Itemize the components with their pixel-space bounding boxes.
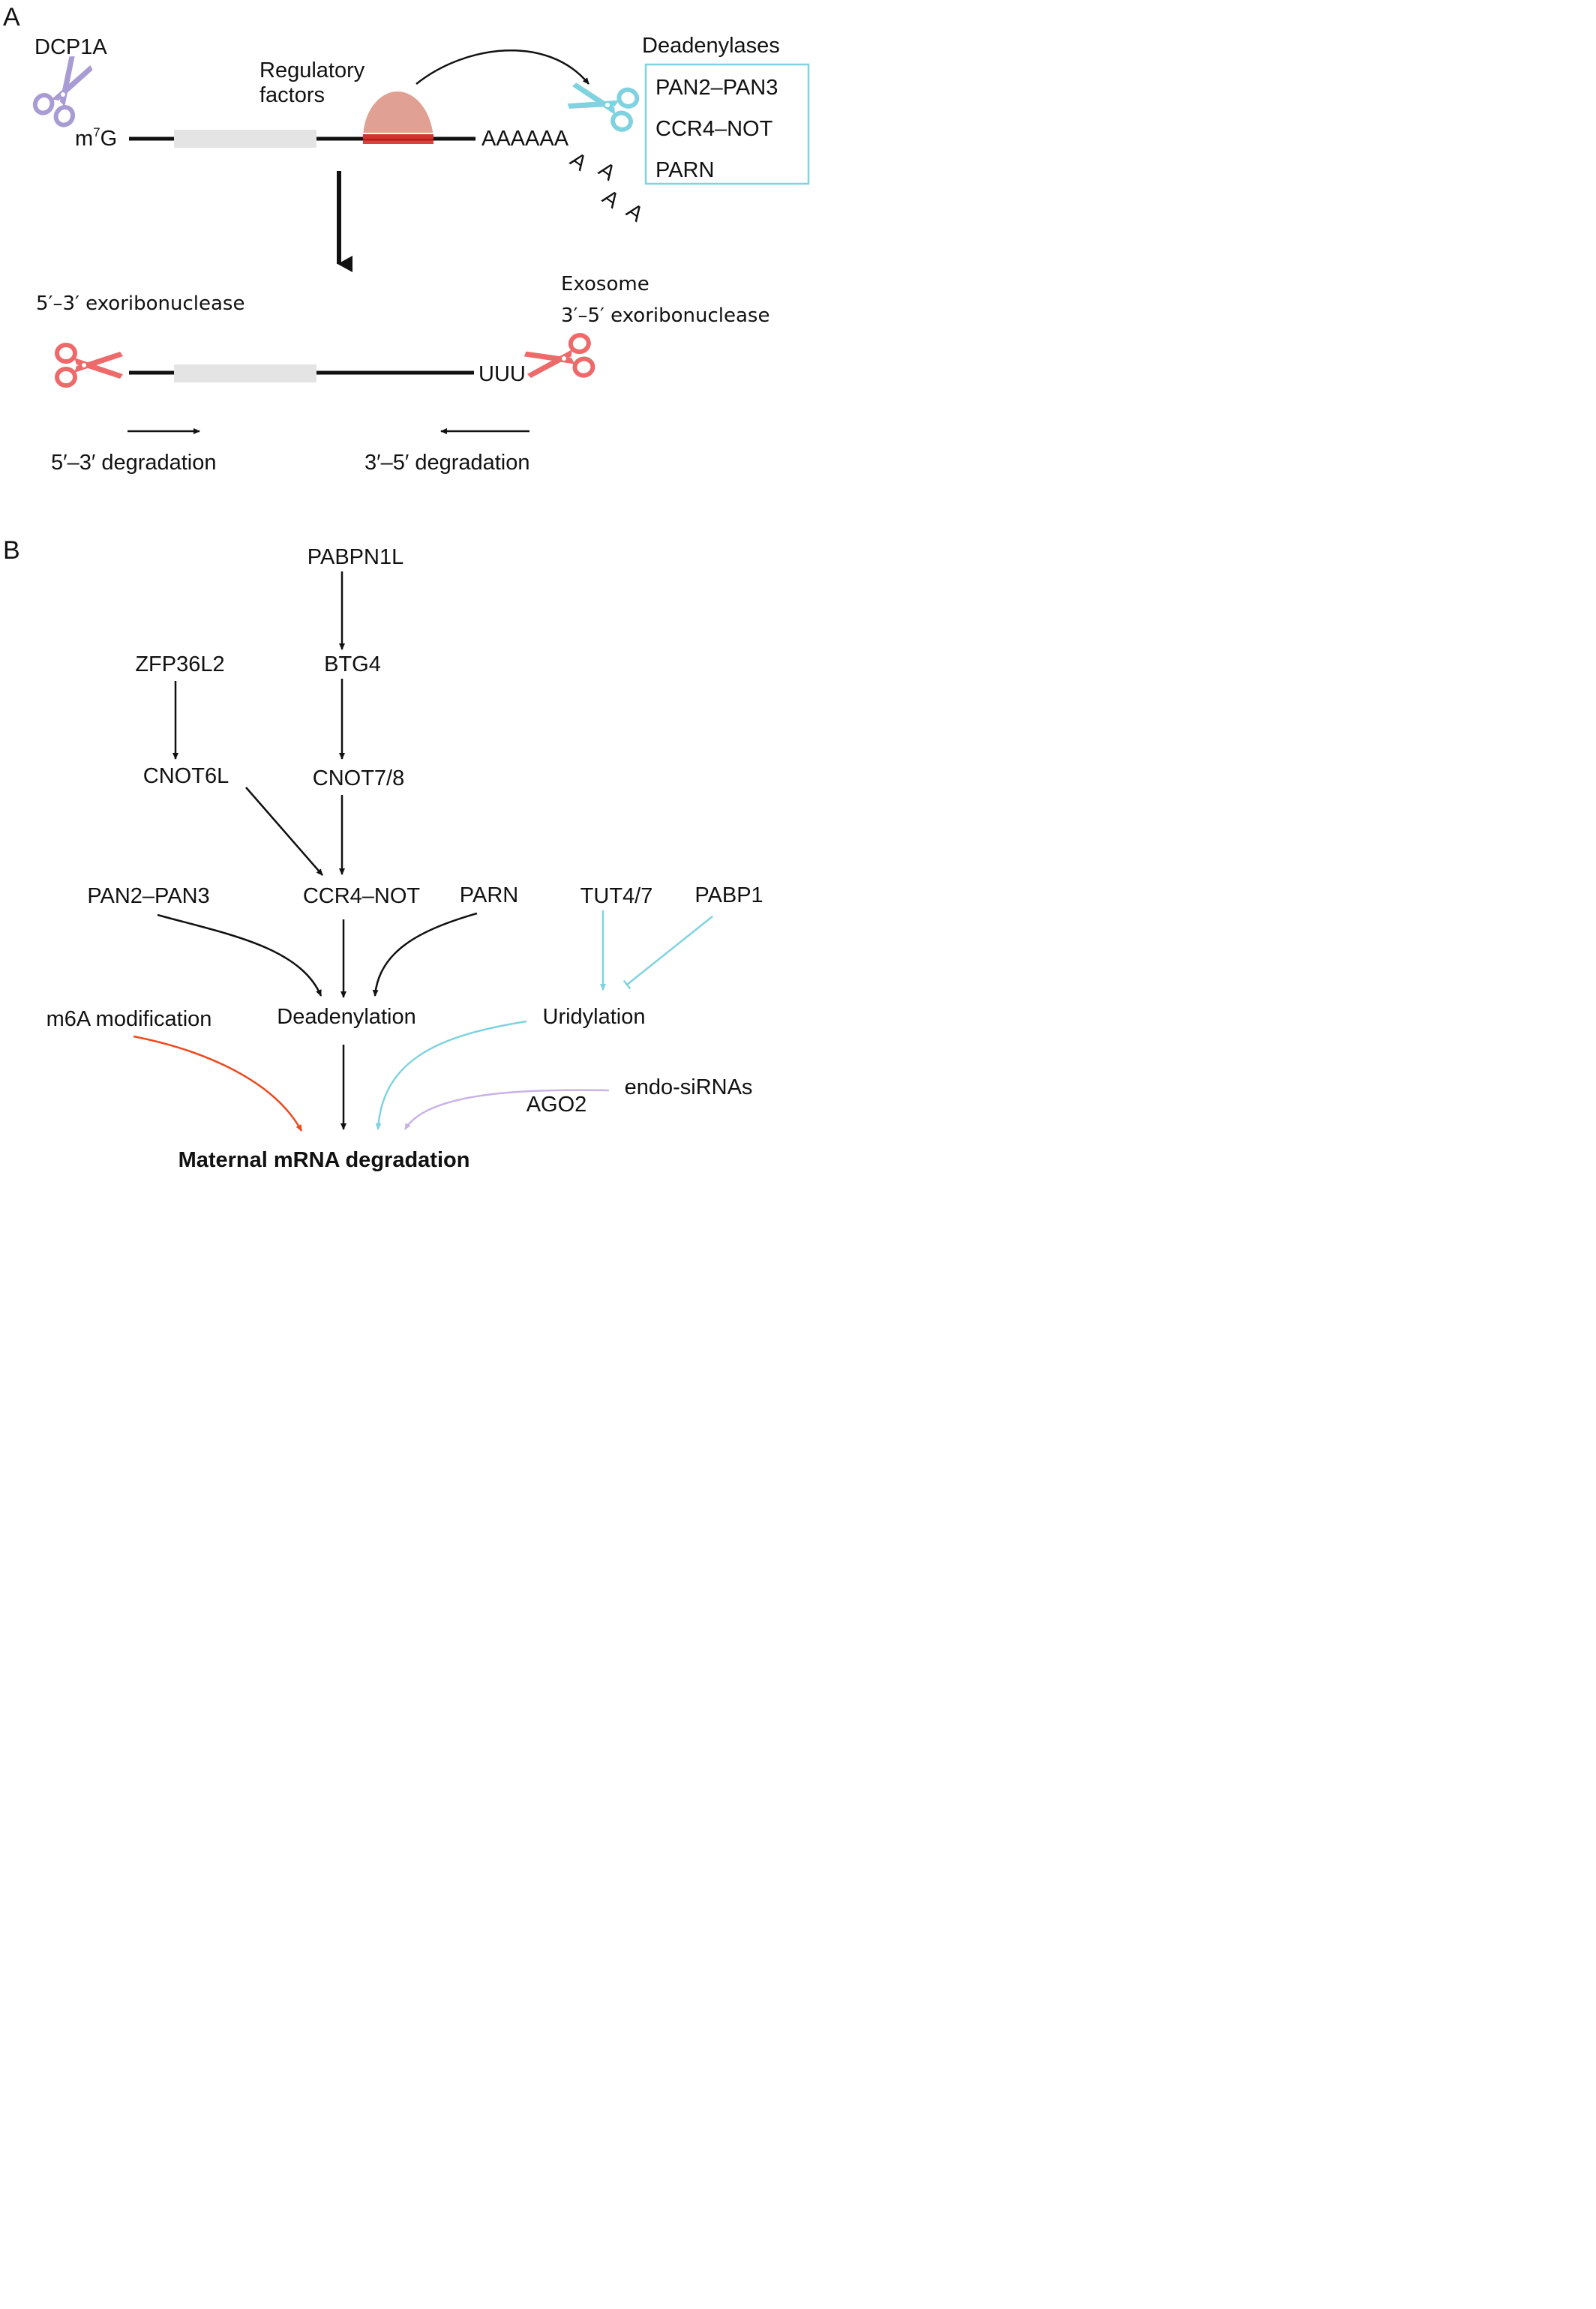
polyA-tail: AAAAAA — [482, 127, 569, 151]
falling-a-3: A — [598, 185, 624, 214]
deadenylase-ccr4-not: CCR4–NOT — [656, 117, 773, 141]
panel-a-label: A — [3, 3, 20, 31]
deadenylases-title: Deadenylases — [642, 34, 780, 58]
exosome-label: Exosome — [561, 273, 650, 295]
dcp1a-label: DCP1A — [34, 35, 107, 59]
node-uridylation: Uridylation — [543, 1005, 646, 1029]
node-pabpn1l: PABPN1L — [308, 545, 404, 569]
coding-region-top — [174, 130, 316, 148]
scissors-icon — [565, 75, 639, 131]
node-cnot78: CNOT7/8 — [313, 766, 404, 790]
deg53-label: 5′–3′ degradation — [51, 451, 217, 475]
regulatory-to-deadenylase-arrow — [416, 49, 590, 85]
regulatory-label-line1: Regulatory — [260, 58, 365, 82]
panel-b-label: B — [3, 536, 20, 565]
edge-cnot6l-ccr4not — [245, 787, 323, 876]
edge-sirna-maternal — [404, 1089, 610, 1130]
deadenylase-parn: PARN — [656, 158, 714, 182]
cap-label: m7G — [75, 125, 117, 151]
exo53-label: 5′–3′ exoribonuclease — [36, 292, 244, 315]
deadenylase-pan2-pan3: PAN2–PAN3 — [656, 76, 778, 100]
scissors-icon — [57, 345, 123, 385]
regulatory-binding-site — [363, 133, 434, 144]
deadenylases-box — [644, 63, 810, 185]
falling-a-1: A — [566, 148, 592, 176]
node-ccr4-not: CCR4–NOT — [303, 884, 421, 908]
node-cnot6l: CNOT6L — [143, 764, 229, 788]
regulatory-factor-shape — [363, 91, 434, 139]
coding-region-bottom — [174, 364, 316, 382]
edge-parn-deadenylation — [372, 912, 478, 997]
edge-uridylation-maternal — [375, 1020, 527, 1130]
node-zfp36l2: ZFP36L2 — [135, 652, 224, 676]
node-endo-sirnas: endo-siRNAs — [625, 1075, 753, 1099]
node-pan2-pan3: PAN2–PAN3 — [87, 884, 209, 908]
edge-m6a-maternal — [133, 1035, 303, 1132]
falling-a-4: A — [622, 199, 648, 227]
scissors-icon — [32, 50, 100, 127]
node-deadenylation: Deadenylation — [277, 1005, 416, 1029]
uridylated-tail: UUU — [478, 362, 526, 386]
figure: A DCP1A m7G Regulatory factors AAAAAA A … — [3, 3, 810, 1172]
node-m6a: m6A modification — [46, 1007, 212, 1031]
node-pabp1: PABP1 — [694, 883, 763, 907]
falling-a-2: A — [594, 157, 620, 186]
node-parn: PARN — [460, 883, 518, 907]
exosome-exo35-label: 3′–5′ exoribonuclease — [561, 304, 770, 327]
node-tut47: TUT4/7 — [580, 884, 653, 908]
node-ago2: AGO2 — [526, 1093, 587, 1117]
regulatory-label-line2: factors — [260, 83, 325, 107]
scissors-icon — [522, 334, 594, 385]
node-btg4: BTG4 — [324, 652, 381, 676]
edge-pan2pan3-deadenylation — [157, 913, 322, 997]
deg35-label: 3′–5′ degradation — [364, 451, 530, 475]
edge-pabp1-inhibits-uridylation — [622, 916, 713, 990]
node-maternal-mrna-degradation: Maternal mRNA degradation — [178, 1148, 470, 1172]
